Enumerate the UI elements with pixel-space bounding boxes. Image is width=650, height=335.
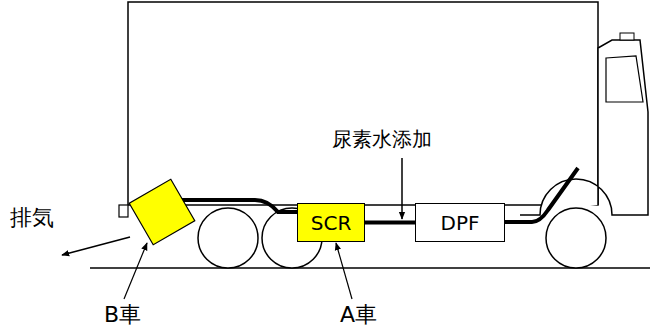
cab-window — [606, 56, 643, 102]
b-car-device — [129, 179, 195, 245]
exhaust-label: 排気 — [8, 205, 56, 230]
roof-lamp — [620, 33, 634, 40]
box-label: DPF — [441, 212, 480, 234]
box-label: SCR — [311, 212, 352, 234]
scr-box: SCR — [297, 203, 365, 242]
exhaust-pipe — [180, 200, 297, 212]
exhaust-pipe — [505, 168, 578, 222]
callout-label: B車 — [102, 302, 143, 327]
front-wheel — [546, 208, 606, 268]
rear-wheel — [198, 208, 258, 268]
rear-bumper — [119, 205, 128, 217]
exhaust-arrow — [62, 237, 130, 255]
dpf-box: DPF — [415, 203, 505, 242]
exhaust-pipe — [365, 221, 415, 225]
leader-arrow — [336, 243, 352, 299]
callout-label: A車 — [338, 302, 379, 327]
urea-label: 尿素水添加 — [330, 128, 434, 151]
truck-cab — [520, 40, 648, 215]
urea-injection-arrow — [401, 158, 403, 219]
leader-arrow — [124, 243, 147, 299]
ground-line — [90, 267, 650, 269]
cargo-body — [128, 2, 598, 205]
